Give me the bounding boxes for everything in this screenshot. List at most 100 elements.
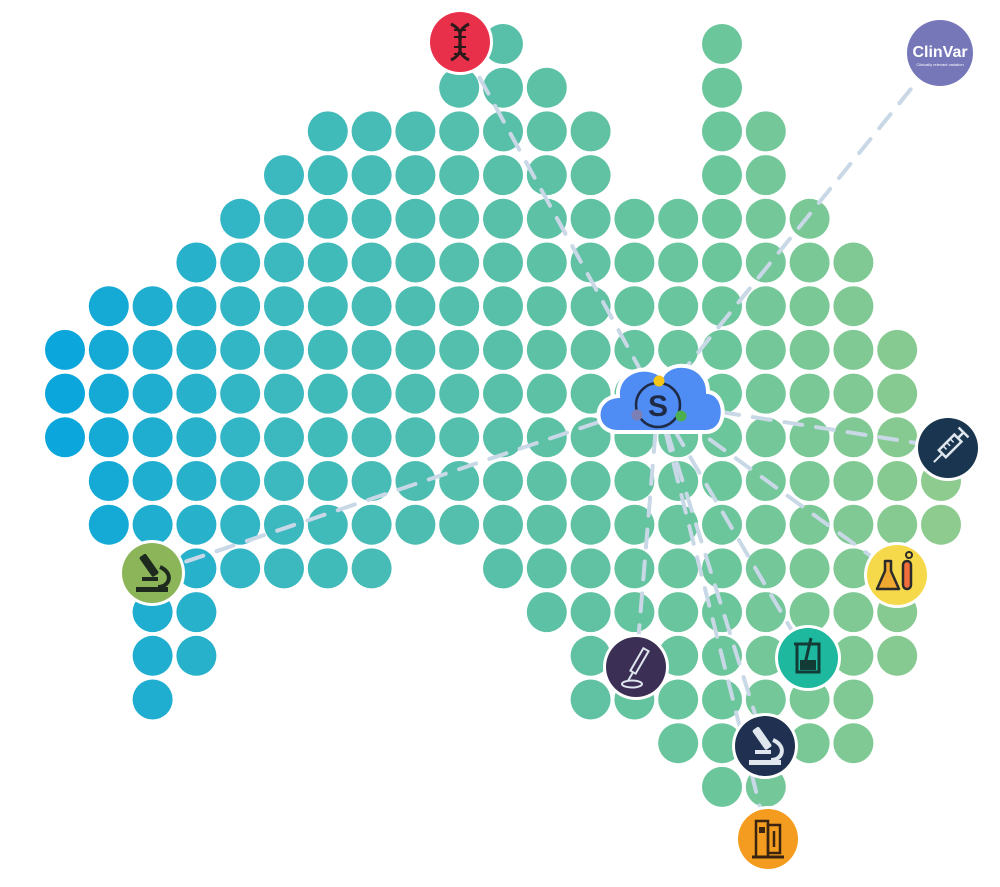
map-dot <box>658 723 699 764</box>
connection-line-pipette <box>634 400 660 669</box>
syringe-icon <box>933 426 970 463</box>
map-dot <box>307 242 348 283</box>
map-dot <box>745 635 786 676</box>
map-dot <box>351 417 392 458</box>
map-dot <box>745 155 786 196</box>
map-dot <box>220 461 261 501</box>
map-dot <box>264 155 304 196</box>
map-dot <box>220 417 261 458</box>
connection-line-microscope-west <box>150 400 660 575</box>
map-dot <box>395 198 436 239</box>
map-dot <box>132 504 173 545</box>
map-dot <box>307 198 348 239</box>
map-dot <box>789 329 830 370</box>
map-dot <box>439 373 480 414</box>
map-dot <box>570 635 611 676</box>
node-beaker <box>775 625 841 691</box>
map-dot <box>526 155 567 196</box>
map-dot <box>833 679 874 720</box>
map-dot <box>132 679 173 720</box>
map-dot <box>176 417 217 458</box>
map-dot <box>789 198 830 239</box>
map-dot <box>745 198 786 239</box>
map-dot <box>526 592 567 633</box>
node-microscope-west <box>119 540 185 606</box>
map-dot <box>833 329 874 370</box>
map-dot <box>483 417 523 458</box>
beaker-icon <box>794 637 821 674</box>
map-dot <box>658 198 699 239</box>
map-dot <box>745 679 786 720</box>
map-dot <box>702 723 742 764</box>
map-dot <box>351 155 392 196</box>
map-dot <box>526 111 567 152</box>
map-dot <box>526 548 567 589</box>
map-dot <box>264 198 304 239</box>
cloud-hub-icon <box>596 363 725 434</box>
map-dot <box>833 417 874 458</box>
map-dot <box>307 329 348 370</box>
map-dot <box>702 155 742 196</box>
map-dot <box>877 461 918 501</box>
map-dot <box>220 373 261 414</box>
map-dot <box>176 242 217 283</box>
map-dot <box>614 548 655 589</box>
map-dot <box>877 329 918 370</box>
map-dot <box>483 198 523 239</box>
map-dot <box>176 286 217 327</box>
map-dot <box>877 635 918 676</box>
map-dot <box>307 548 348 589</box>
map-dot <box>395 417 436 458</box>
map-dot <box>526 373 567 414</box>
map-dot <box>351 111 392 152</box>
hub-dot <box>653 375 665 387</box>
map-dot <box>789 548 830 589</box>
map-dot <box>220 242 261 283</box>
map-dot <box>307 373 348 414</box>
map-dot <box>395 329 436 370</box>
map-dot <box>88 329 129 370</box>
map-dot <box>88 504 129 545</box>
map-dot <box>614 592 655 633</box>
map-dot <box>526 198 567 239</box>
map-dot <box>45 373 85 414</box>
map-dot <box>702 329 742 370</box>
map-dot <box>132 329 173 370</box>
map-dot <box>307 155 348 196</box>
clinvar-subtitle: Clinically relevant variation <box>916 62 963 67</box>
map-dot <box>88 286 129 327</box>
map-dot <box>176 461 217 501</box>
map-dot <box>658 592 699 633</box>
map-dot <box>745 111 786 152</box>
map-dot <box>877 373 918 414</box>
map-dot <box>307 461 348 501</box>
map-dot <box>132 417 173 458</box>
map-dot <box>176 592 217 633</box>
map-dot <box>264 329 304 370</box>
map-dot <box>483 242 523 283</box>
map-dot <box>570 592 611 633</box>
map-dot <box>395 155 436 196</box>
map-dot <box>351 504 392 545</box>
map-dot <box>745 548 786 589</box>
node-syringe <box>915 415 981 481</box>
map-dot <box>526 329 567 370</box>
map-dot <box>745 504 786 545</box>
australia-dot-map <box>45 24 961 807</box>
map-dot <box>264 548 304 589</box>
map-dot <box>351 242 392 283</box>
map-dot <box>483 67 523 108</box>
map-dot <box>176 373 217 414</box>
map-dot <box>570 198 611 239</box>
map-dot <box>220 286 261 327</box>
connection-line-lab-instrument <box>656 400 770 841</box>
map-dot <box>395 504 436 545</box>
map-dot <box>658 329 699 370</box>
map-dot <box>833 242 874 283</box>
dna-icon <box>450 22 470 62</box>
map-dot <box>395 286 436 327</box>
hub-dot <box>675 410 687 422</box>
